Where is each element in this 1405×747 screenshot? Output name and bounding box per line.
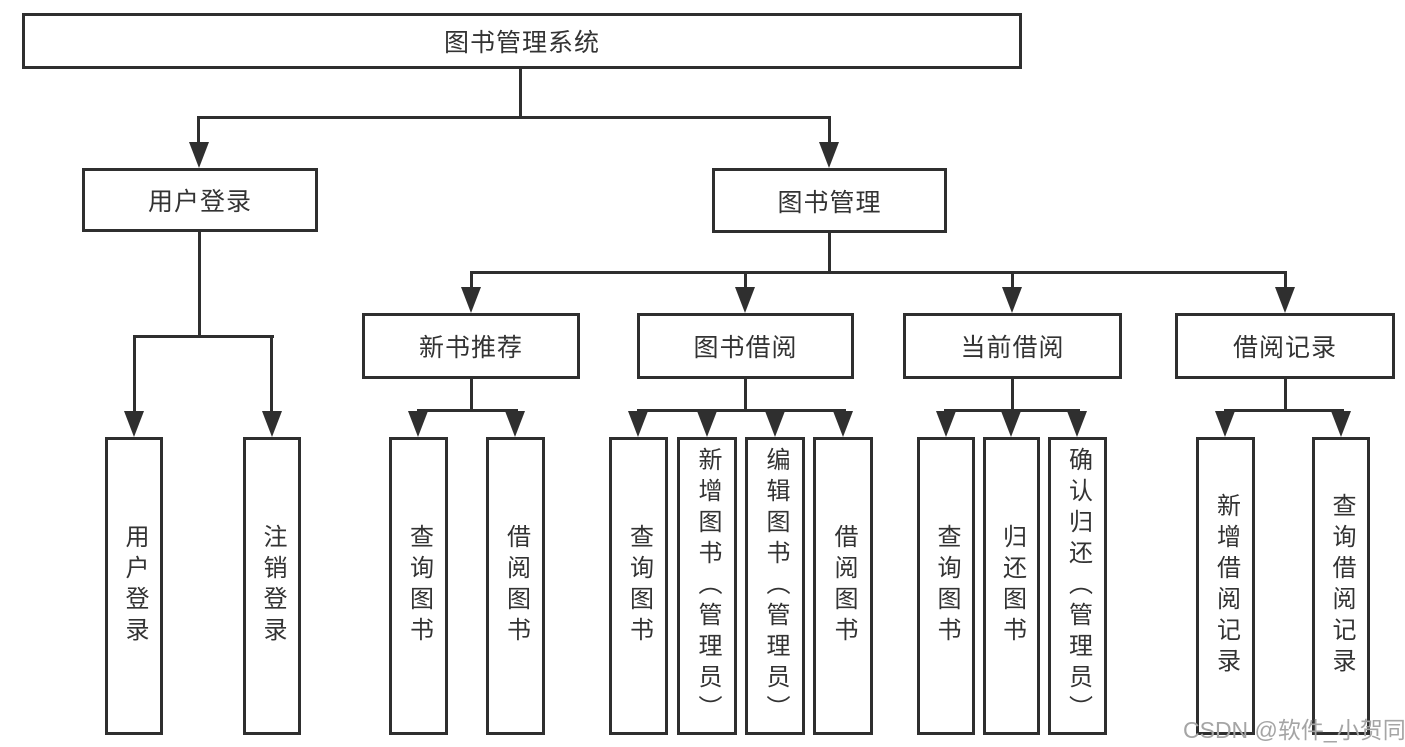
leaf-edit-books-admin-label: 编辑图书（管理员） — [762, 446, 789, 726]
leaf-add-books-admin-label: 新增图书（管理员） — [694, 446, 721, 726]
connector-line — [1284, 379, 1287, 412]
leaf-borrow-books-label: 借阅图书 — [830, 524, 857, 648]
arrow-down-icon — [461, 287, 481, 313]
connector-line — [197, 116, 200, 145]
connector-line — [637, 409, 846, 412]
connector-line — [133, 335, 136, 414]
node-current-borrow: 当前借阅 — [903, 313, 1122, 379]
connector-line — [470, 379, 473, 412]
node-current-borrow-label: 当前借阅 — [960, 334, 1065, 362]
arrow-down-icon — [1331, 411, 1351, 437]
connector-line — [1224, 409, 1344, 412]
connector-line — [519, 68, 522, 119]
node-book-management: 图书管理 — [712, 168, 947, 233]
connector-line — [1284, 271, 1287, 290]
leaf-user-login-label: 用户登录 — [121, 524, 148, 648]
node-book-management-label: 图书管理 — [777, 188, 882, 217]
connector-line — [828, 233, 831, 274]
leaf-borrow-books-recommend-label: 借阅图书 — [502, 524, 530, 648]
connector-line — [744, 271, 747, 290]
leaf-confirm-return-admin: 确认归还（管理员） — [1048, 437, 1107, 735]
connector-line — [417, 409, 518, 412]
connector-line — [198, 232, 201, 338]
leaf-query-books-current-label: 查询图书 — [933, 524, 960, 648]
arrow-down-icon — [262, 411, 282, 437]
leaf-query-borrow-record: 查询借阅记录 — [1312, 437, 1370, 735]
arrow-down-icon — [765, 411, 785, 437]
connector-line — [744, 379, 747, 412]
node-borrow-record-label: 借阅记录 — [1232, 334, 1337, 362]
csdn-watermark: CSDN @软件_小贺同学 — [1183, 717, 1405, 743]
connector-line — [133, 335, 274, 338]
leaf-logout-label: 注销登录 — [259, 524, 286, 648]
arrow-down-icon — [505, 411, 525, 437]
node-root: 图书管理系统 — [22, 13, 1022, 69]
arrow-down-icon — [1215, 411, 1235, 437]
leaf-query-borrow-record-label: 查询借阅记录 — [1328, 493, 1355, 679]
connector-line — [1011, 271, 1014, 290]
connector-line — [270, 335, 273, 414]
node-borrow-record: 借阅记录 — [1175, 313, 1395, 379]
leaf-borrow-books-recommend: 借阅图书 — [486, 437, 545, 735]
node-new-book-recommend: 新书推荐 — [362, 313, 580, 379]
node-user-login-label: 用户登录 — [147, 188, 252, 216]
leaf-return-books: 归还图书 — [983, 437, 1040, 735]
arrow-down-icon — [1275, 287, 1295, 313]
leaf-add-borrow-record: 新增借阅记录 — [1196, 437, 1255, 735]
arrow-down-icon — [833, 411, 853, 437]
leaf-query-books-recommend: 查询图书 — [389, 437, 448, 735]
node-new-book-recommend-label: 新书推荐 — [418, 334, 523, 362]
leaf-user-login: 用户登录 — [105, 437, 163, 735]
arrow-down-icon — [1001, 411, 1021, 437]
leaf-query-books-borrow: 查询图书 — [609, 437, 668, 735]
arrow-down-icon — [697, 411, 717, 437]
node-book-borrow: 图书借阅 — [637, 313, 854, 379]
arrow-down-icon — [1002, 287, 1022, 313]
arrow-down-icon — [408, 411, 428, 437]
leaf-edit-books-admin: 编辑图书（管理员） — [745, 437, 805, 735]
leaf-add-borrow-record-label: 新增借阅记录 — [1212, 493, 1240, 679]
leaf-query-books-recommend-label: 查询图书 — [405, 524, 433, 648]
connector-line — [470, 271, 1287, 274]
connector-line — [828, 116, 831, 145]
arrow-down-icon — [189, 142, 209, 168]
arrow-down-icon — [819, 142, 839, 168]
leaf-borrow-books: 借阅图书 — [813, 437, 873, 735]
connector-line — [470, 271, 473, 290]
arrow-down-icon — [124, 411, 144, 437]
leaf-return-books-label: 归还图书 — [998, 524, 1026, 648]
connector-line — [944, 409, 1080, 412]
node-book-borrow-label: 图书借阅 — [693, 334, 798, 362]
arrow-down-icon — [735, 287, 755, 313]
node-user-login: 用户登录 — [82, 168, 318, 232]
arrow-down-icon — [628, 411, 648, 437]
connector-line — [198, 116, 831, 119]
arrow-down-icon — [1067, 411, 1087, 437]
leaf-confirm-return-admin-label: 确认归还（管理员） — [1064, 446, 1092, 726]
connector-line — [1011, 379, 1014, 412]
leaf-query-books-current: 查询图书 — [917, 437, 975, 735]
arrow-down-icon — [936, 411, 956, 437]
node-root-label: 图书管理系统 — [443, 29, 600, 57]
leaf-logout: 注销登录 — [243, 437, 301, 735]
leaf-add-books-admin: 新增图书（管理员） — [677, 437, 737, 735]
leaf-query-books-borrow-label: 查询图书 — [625, 524, 653, 648]
